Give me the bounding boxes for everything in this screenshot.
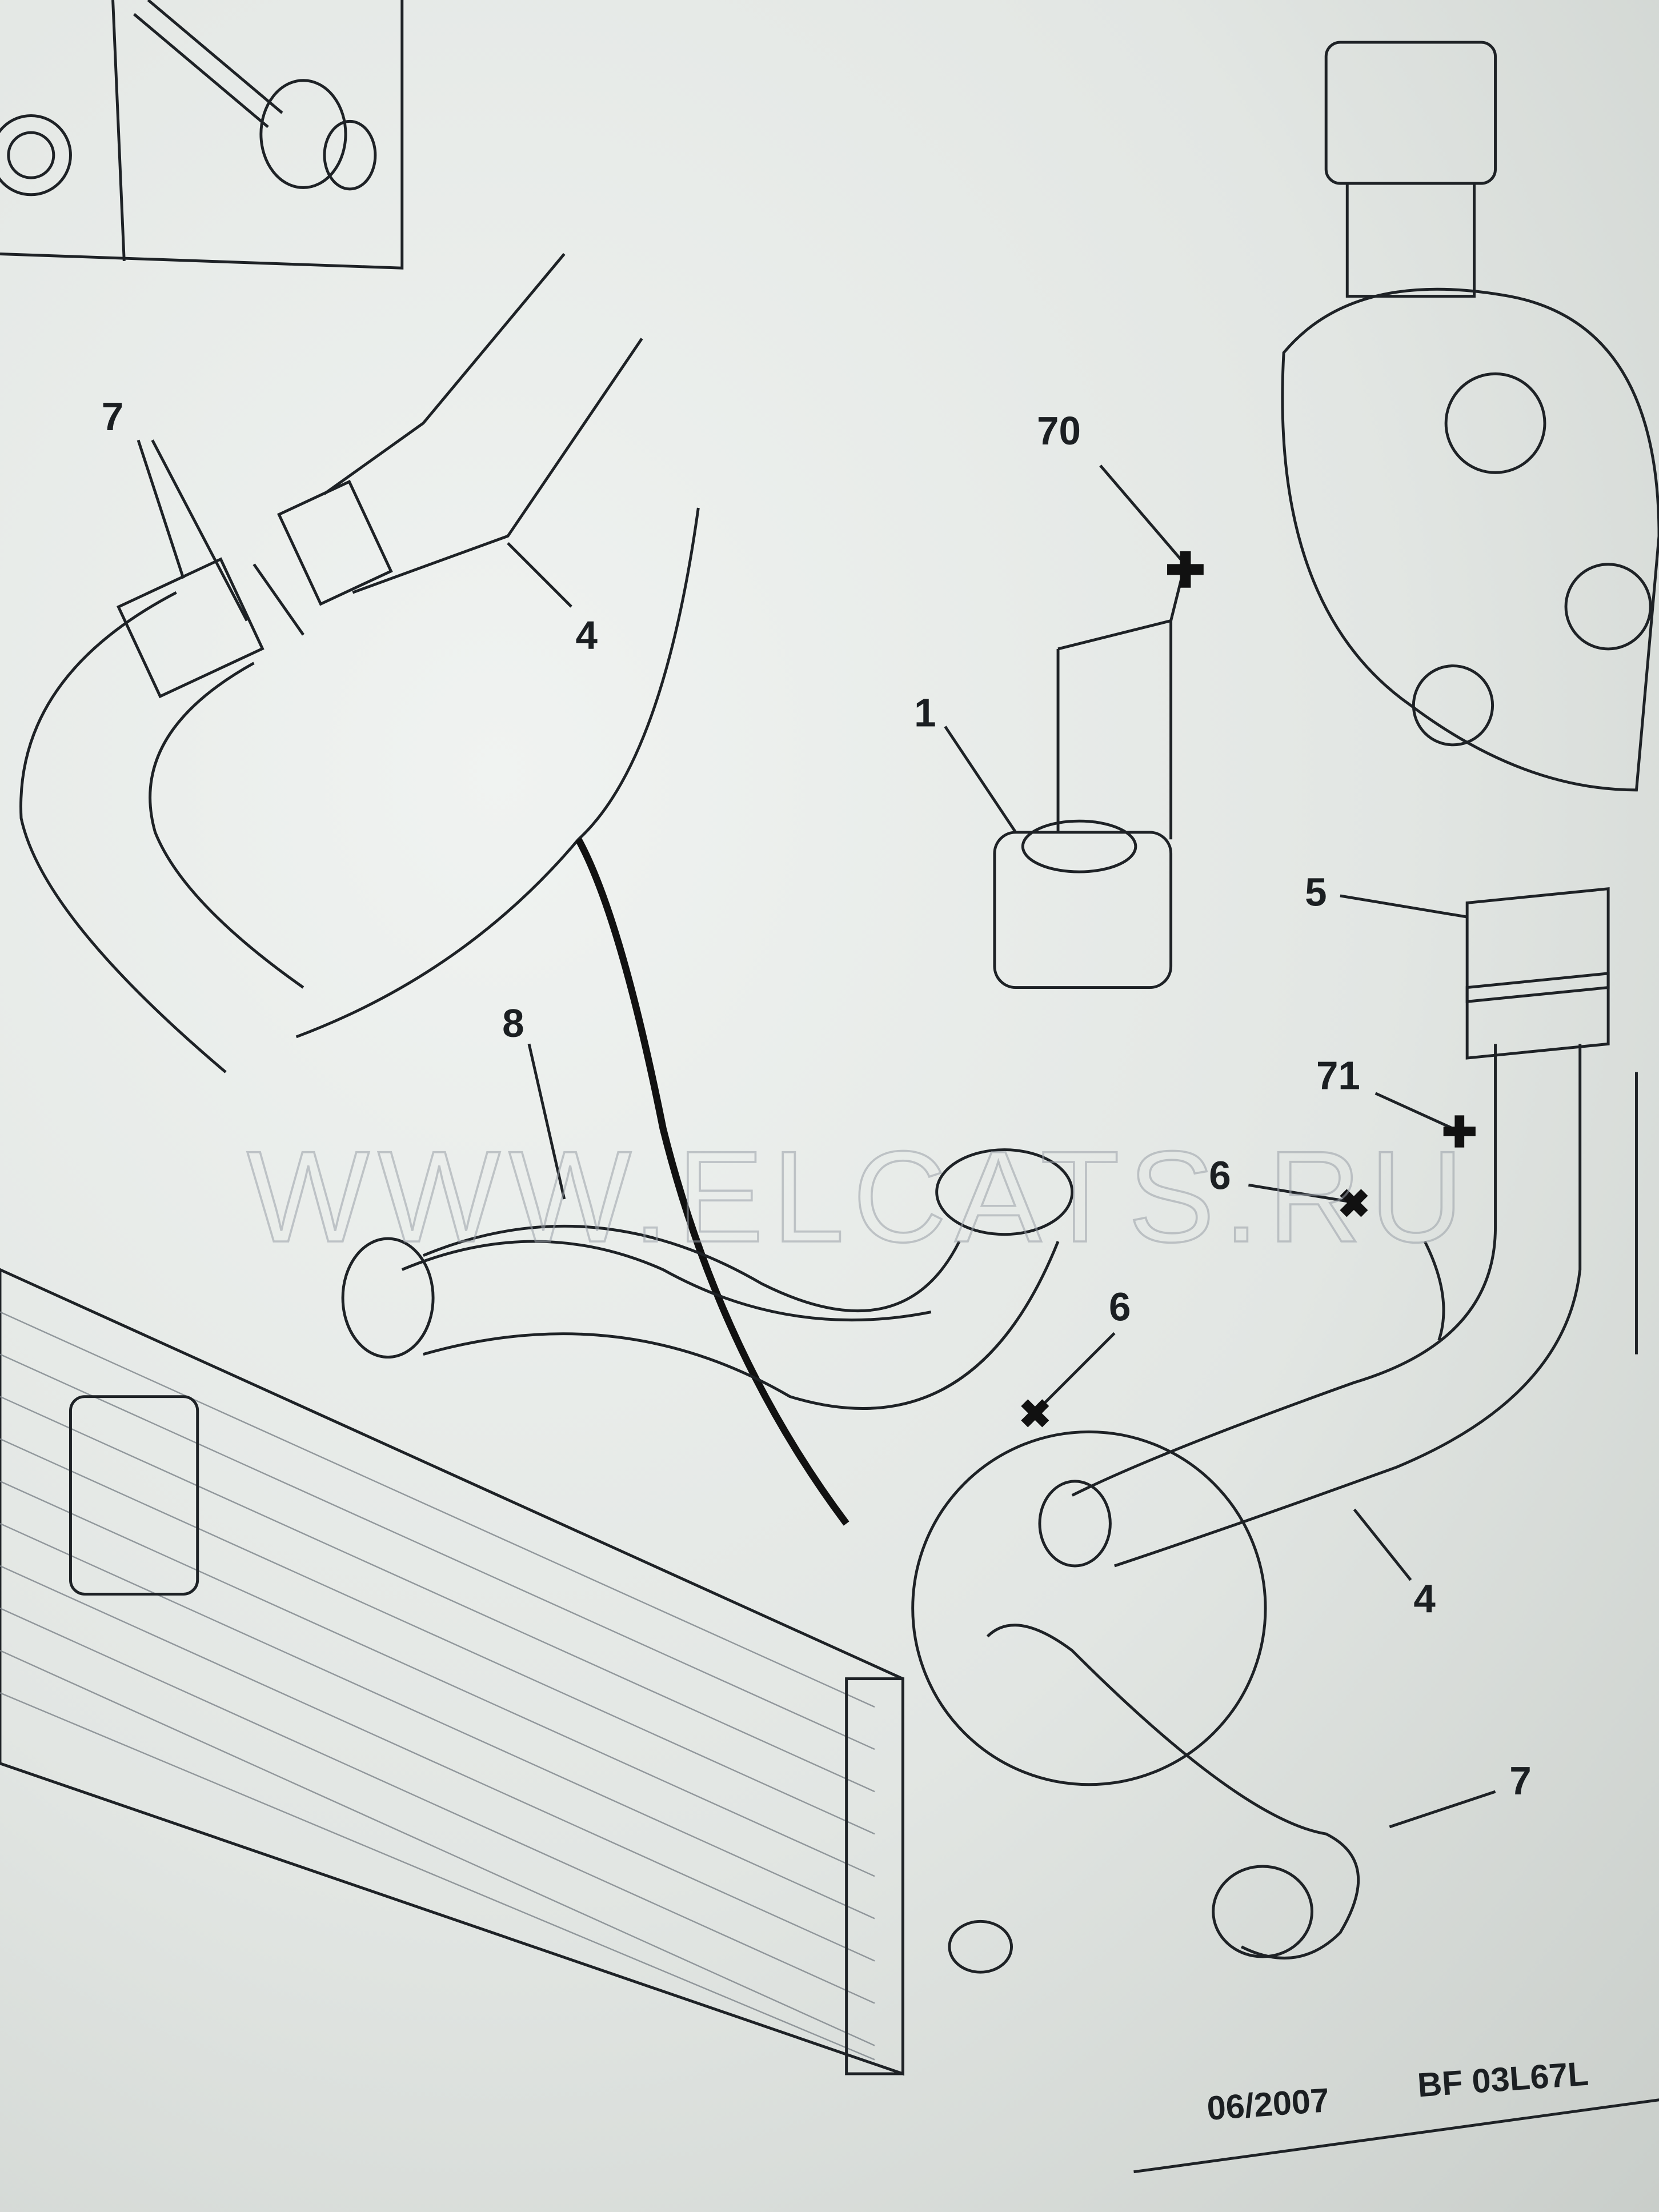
leader-lines: ✚ ✚ ✖ ✖ [137,439,1496,1829]
callout-1: 1 [914,691,936,735]
drain-plug [1212,1865,1313,1958]
svg-text:✖: ✖ [1337,1181,1371,1226]
inset-detail-boxes [0,0,404,270]
center-pipe [341,1148,1074,1410]
callout-70: 70 [1037,408,1081,453]
part-1-sensor [993,619,1173,989]
detail-circle [911,1430,1267,1786]
lower-pipe-4 [1071,1044,1638,1568]
callout-4-top: 4 [576,613,598,658]
svg-text:✚: ✚ [1165,543,1205,597]
callout-6-center: 6 [1109,1284,1131,1329]
callout-8: 8 [502,1001,524,1045]
callout-7-bottom: 7 [1509,1758,1531,1803]
svg-text:✚: ✚ [1442,1109,1477,1156]
footer-reference: BF 03L67L [1416,2054,1590,2105]
hose-8-line [575,837,849,1526]
upper-hose [19,253,700,1073]
callout-4-bottom: 4 [1413,1577,1436,1621]
radiator [0,1268,1013,2076]
callout-5: 5 [1305,869,1327,914]
callout-71: 71 [1316,1053,1360,1097]
footer-date: 06/2007 [1206,2081,1331,2127]
hose-8-outline [401,1240,932,1322]
callout-7-top: 7 [102,394,123,439]
egr-valve-assembly [1281,41,1659,1060]
svg-text:✖: ✖ [1019,1392,1052,1436]
watermark: WWW.ELCATS.RU [247,1124,1472,1269]
callout-6-right: 6 [1209,1153,1231,1198]
